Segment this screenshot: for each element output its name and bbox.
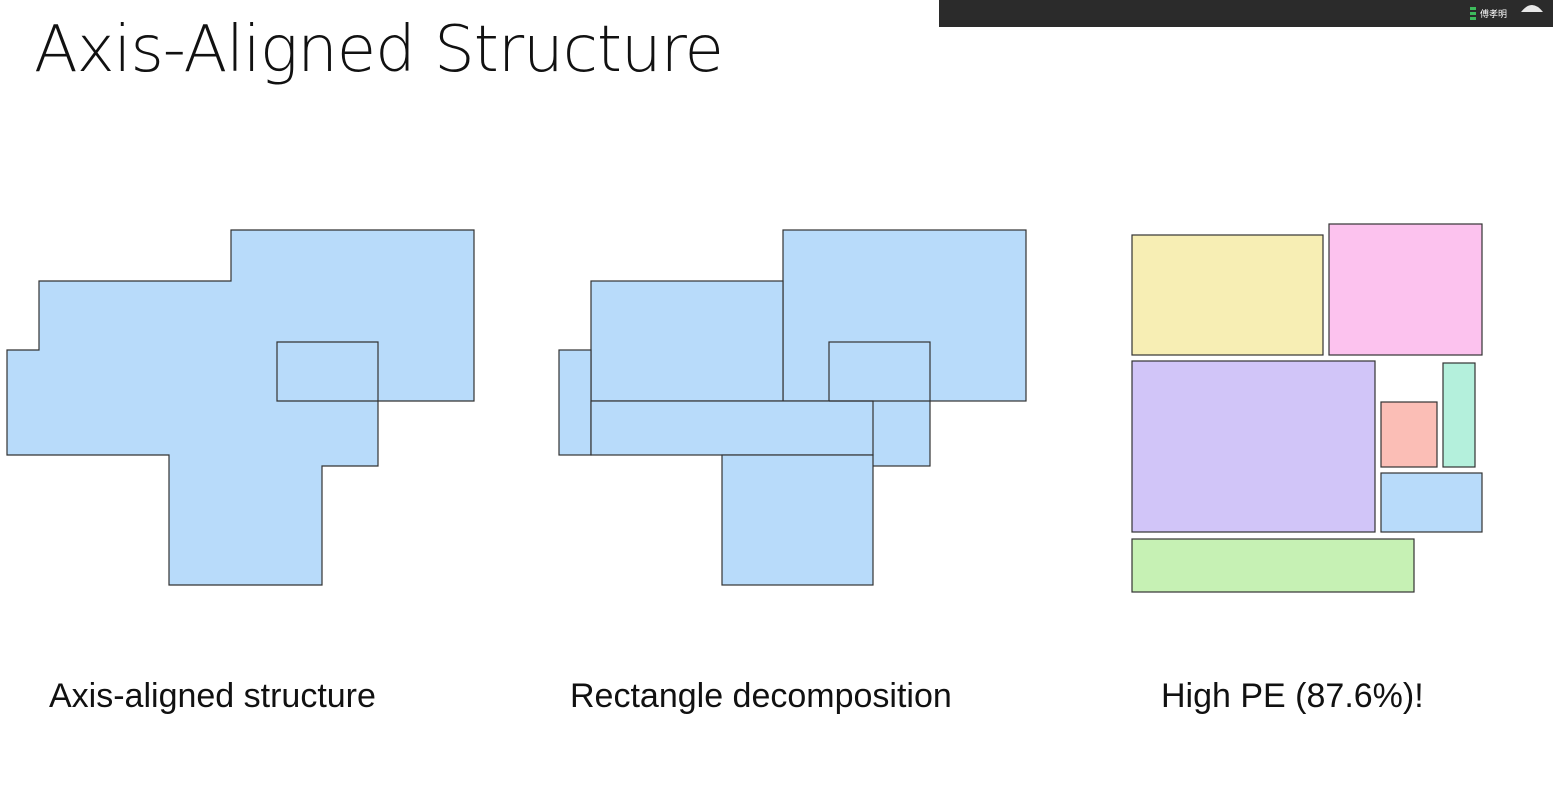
packed-rect-purple: [1131, 360, 1376, 533]
axis-aligned-structure-diagram: [6, 229, 475, 586]
inner-notch-outline: [276, 341, 379, 402]
packed-rect-green: [1131, 538, 1415, 593]
rectangle-decomposition-diagram: [558, 229, 1027, 586]
decomp-rect-small-left: [558, 349, 592, 456]
packed-rect-salmon: [1380, 401, 1438, 468]
packed-rect-yellow: [1131, 234, 1324, 356]
user-icon: [1521, 5, 1543, 12]
participant-name: 傅孝明: [1479, 10, 1507, 20]
decomp-rect-horizontal-bar: [590, 400, 874, 456]
decomp-rect-upper-left: [590, 280, 784, 402]
mic-level-icon: [1469, 6, 1476, 21]
axis-aligned-polygon: [6, 229, 475, 586]
caption-rectangle-decomposition: Rectangle decomposition: [570, 677, 952, 715]
participant-tile[interactable]: 傅孝明: [1469, 0, 1553, 27]
packed-rect-pink: [1328, 223, 1483, 356]
slide-title: Axis-Aligned Structure: [34, 13, 724, 87]
video-call-overlay: 傅孝明: [939, 0, 1553, 27]
caption-high-pe: High PE (87.6%)!: [1161, 677, 1424, 715]
packing-result-diagram: [1131, 223, 1483, 593]
caption-axis-aligned-structure: Axis-aligned structure: [49, 677, 376, 715]
packed-rect-mint: [1442, 362, 1476, 468]
decomp-rect-bottom: [721, 454, 874, 586]
packed-rect-blue: [1380, 472, 1483, 533]
